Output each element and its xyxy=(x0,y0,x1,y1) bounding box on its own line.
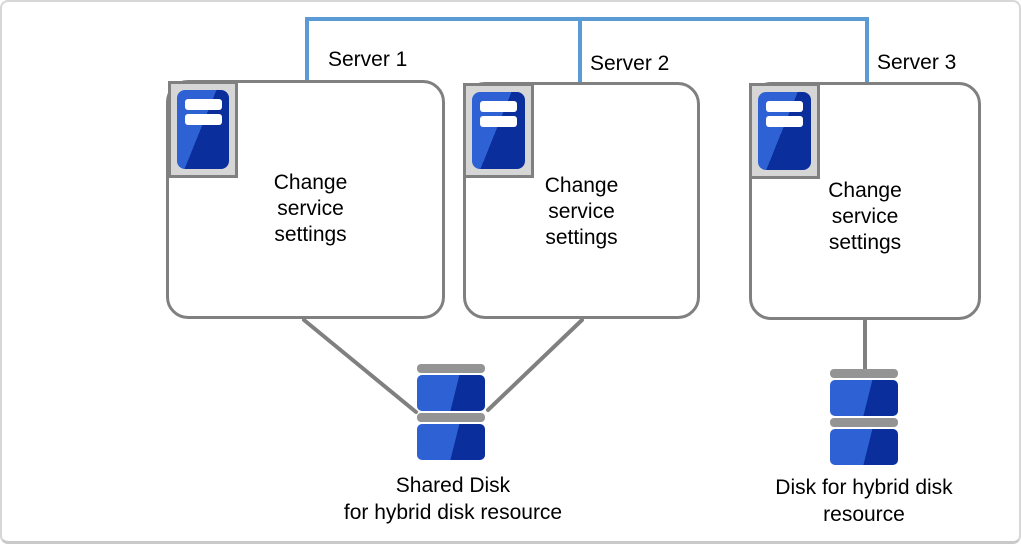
server1-body-text: Change service settings xyxy=(273,171,348,246)
server-icon-slot xyxy=(480,101,517,112)
server-icon-slot xyxy=(185,114,222,125)
server-icon-slot xyxy=(766,101,803,112)
server-icon xyxy=(463,83,534,178)
disk-unit xyxy=(830,429,898,465)
connector-server1-shared-disk xyxy=(302,318,418,414)
disk-tray-bar xyxy=(417,364,485,373)
disk-unit xyxy=(417,424,485,460)
server-icon-slot xyxy=(480,116,517,127)
hybrid-disk-label: Disk for hybrid disk resource xyxy=(775,476,953,526)
connector-server2-shared-disk xyxy=(486,318,584,412)
server2-box xyxy=(463,82,700,319)
server-icon-body xyxy=(472,92,525,169)
server2-label: Server 2 xyxy=(590,52,670,75)
server3-label: Server 3 xyxy=(877,51,957,74)
shared-disk-label: Shared Disk for hybrid disk resource xyxy=(343,474,563,524)
server-icon-slot xyxy=(766,116,803,127)
server-icon xyxy=(749,83,820,179)
network-line xyxy=(305,17,869,83)
disk-unit xyxy=(417,375,485,411)
server-icon xyxy=(168,81,238,178)
server-icon-body xyxy=(177,90,229,169)
server-icon-body xyxy=(758,92,811,170)
disk-tray-bar xyxy=(830,369,898,378)
hybrid-disk-icon xyxy=(830,369,898,467)
disk-unit xyxy=(830,380,898,416)
disk-tray-bar xyxy=(830,418,898,427)
server-icon-slot xyxy=(185,99,222,110)
server1-label: Server 1 xyxy=(328,48,408,71)
disk-tray-bar xyxy=(417,413,485,422)
server3-body-text: Change service settings xyxy=(828,179,902,254)
shared-disk-icon xyxy=(417,364,485,462)
server2-body-text: Change service settings xyxy=(544,174,619,249)
